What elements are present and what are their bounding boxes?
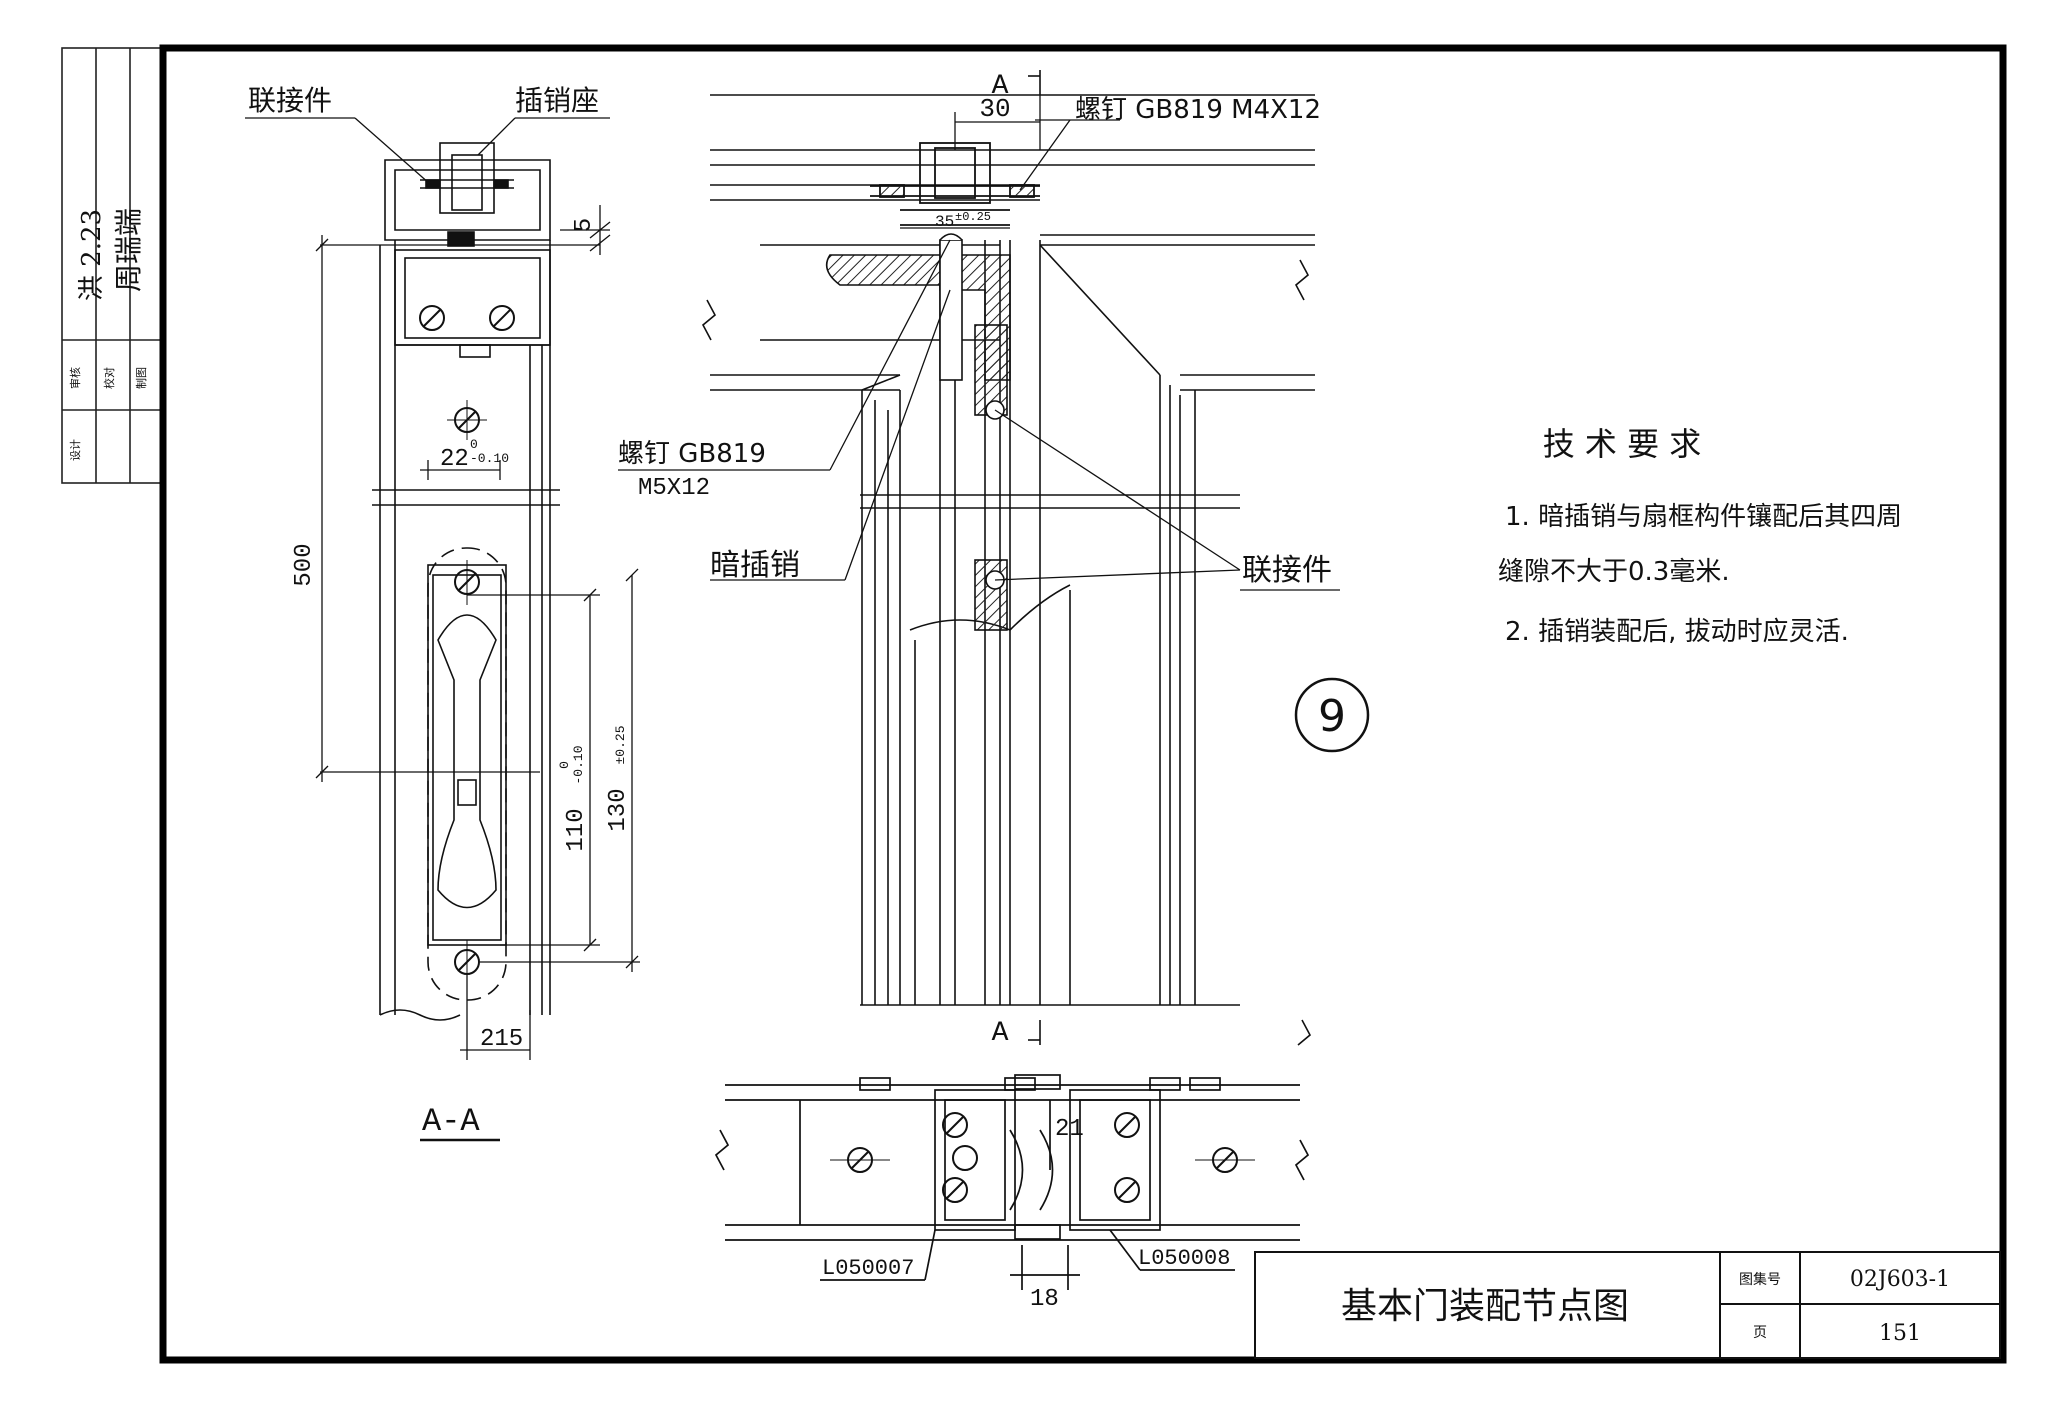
dim-35: 35 (935, 213, 954, 231)
callout-screw-top: 螺钉 GB819 M4X12 (1075, 95, 1321, 125)
plan-section (714, 1074, 1310, 1290)
title-block-atlas-label: 图集号 (1739, 1271, 1781, 1288)
dim-22-tol-upper: 0 (470, 437, 478, 452)
callout-screw-mid-1: 螺钉 GB819 (618, 439, 766, 469)
section-screws (419, 305, 515, 985)
section-leaders (245, 117, 610, 185)
title-block (1254, 1251, 2001, 1359)
dim-130-tol: ±0.25 (613, 725, 628, 764)
tech-requirement-1-line-1: 1. 暗插销与扇框构件镶配后其四周 (1505, 502, 1902, 532)
stamp-cell-check: 校对 (102, 367, 116, 389)
title-block-page-label: 页 (1753, 1325, 1767, 1341)
profile-right-code: L050008 (1138, 1246, 1230, 1271)
profile-left-code: L050007 (822, 1256, 914, 1281)
detail-number: 9 (1318, 691, 1346, 742)
callout-screw-mid-2: M5X12 (638, 475, 710, 502)
section-mark-bottom: A (992, 1018, 1009, 1049)
elevation-concealed-latch (825, 233, 1011, 631)
stamp-cell-draw: 制图 (135, 367, 148, 389)
title-block-atlas-value: 02J603-1 (1850, 1267, 1950, 1292)
dim-18: 18 (1030, 1286, 1059, 1313)
dim-110-tol-lower: -0.10 (571, 745, 586, 784)
section-label: A-A (422, 1103, 480, 1140)
stamp-cell-review: 审核 (68, 367, 82, 389)
elevation-dimension-lines (618, 95, 1340, 591)
dim-130: 130 (605, 788, 632, 831)
plan-screws (830, 1112, 1255, 1203)
title-block-page-value: 151 (1879, 1321, 1921, 1346)
section-dimension-lines (315, 205, 640, 1142)
dim-500: 500 (291, 543, 318, 586)
dim-22-tol-lower: -0.10 (470, 451, 509, 466)
callout-latch-seat: 插销座 (515, 84, 599, 117)
dim-110-tol-upper: 0 (557, 761, 572, 769)
section-mark-top: A (992, 71, 1009, 102)
sheet-border (159, 44, 2007, 1364)
dim-30: 30 (979, 94, 1010, 124)
tech-requirement-2: 2. 插销装配后, 拔动时应灵活. (1505, 617, 1849, 647)
callout-connector-right: 联接件 (1242, 553, 1332, 588)
section-a-a-view (372, 142, 560, 1021)
dim-22: 22 (440, 446, 469, 473)
stamp-signature-2: 周瑞端 (112, 208, 145, 292)
elevation-latch-seat (870, 142, 1040, 226)
tech-requirement-1-line-2: 缝隙不大于0.3毫米. (1498, 557, 1730, 587)
callout-concealed-latch: 暗插销 (710, 548, 800, 583)
detail-number-circle (1294, 677, 1370, 753)
dim-215: 215 (480, 1026, 523, 1053)
dim-35-tol: ±0.25 (955, 210, 991, 224)
stamp-cell-design: 设计 (69, 439, 82, 461)
dim-5: 5 (571, 218, 598, 232)
callout-connector-left: 联接件 (248, 84, 332, 117)
tech-requirements-title: 技 术 要 求 (1543, 425, 1702, 463)
title-block-title: 基本门装配节点图 (1341, 1286, 1629, 1327)
dim-21: 21 (1055, 1116, 1084, 1143)
dim-110: 110 (563, 808, 590, 851)
stamp-signature-1: 洪 2.23 (77, 209, 107, 301)
